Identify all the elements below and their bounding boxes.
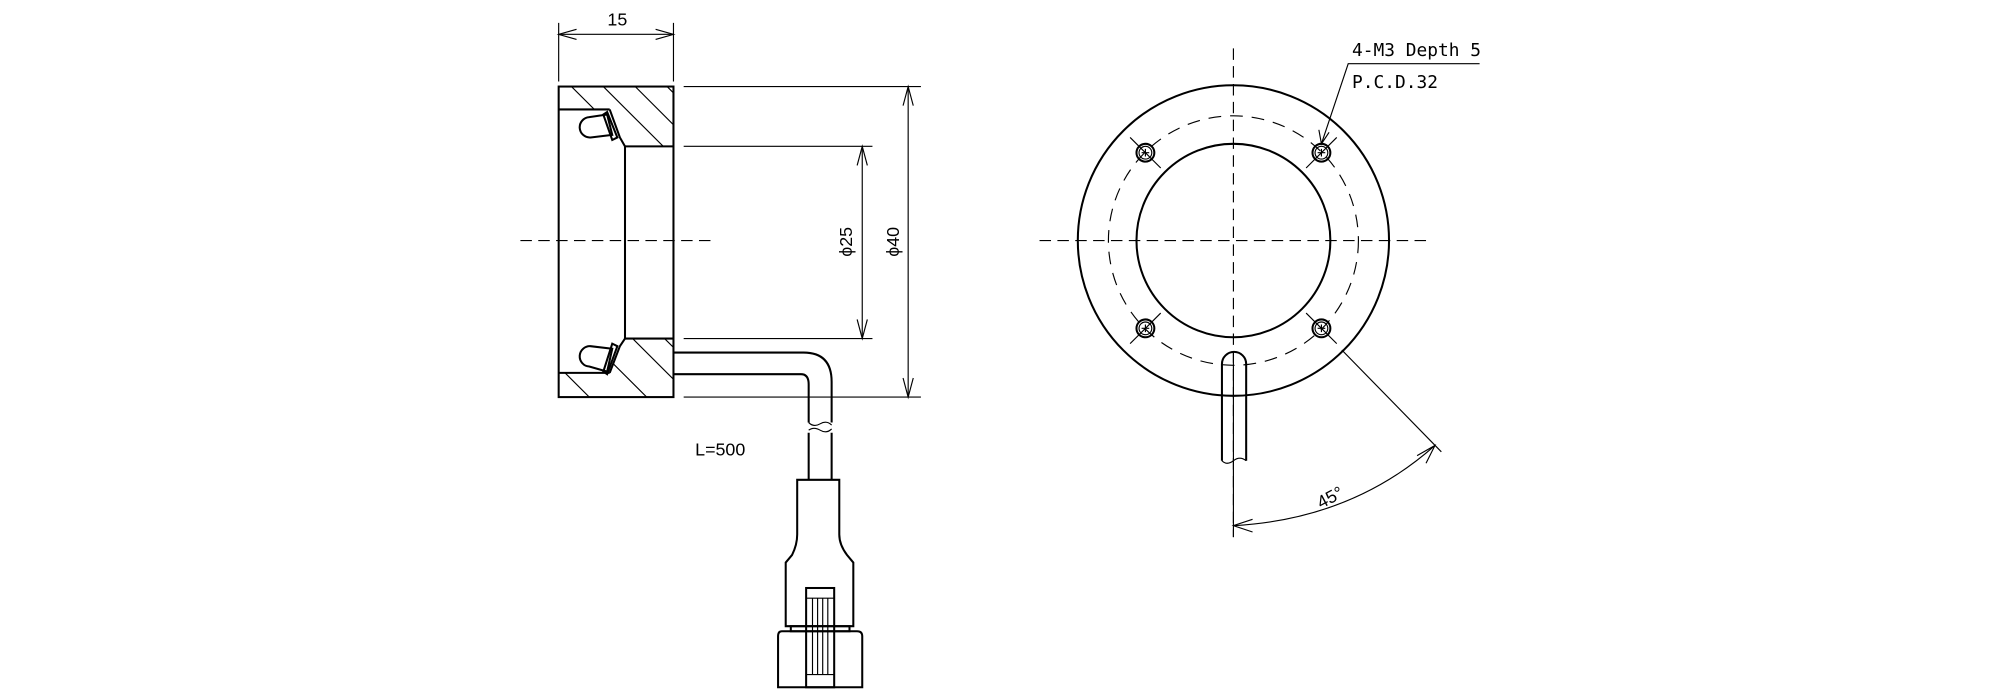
ring-body-section [557,85,675,399]
mount-holes [1129,137,1338,345]
hatching-top [558,86,674,147]
cable-stub [1220,350,1248,538]
hatching-bottom [558,338,674,398]
connector [777,478,864,689]
front-view: 45° 4-M3 Depth 5 P.C.D.32 [1039,40,1481,538]
centerlines [1039,48,1429,538]
outer-diameter-label: ϕ40 [883,227,903,257]
mount-hole [1129,137,1162,169]
mount-hole [1305,312,1338,345]
width-dim-label: 15 [607,9,627,29]
led-bottom [578,342,619,376]
cable [673,351,833,480]
width-dimension: 15 [556,9,676,82]
hole-spec-label: 4-M3 Depth 5 [1352,40,1481,61]
pcd-label: P.C.D.32 [1352,72,1438,93]
led-top [578,110,619,142]
angle-label: 45° [1313,482,1346,512]
cable-length-label: L=500 [695,440,745,460]
angle-dimension: 45° [1231,349,1442,533]
side-view: 15 ϕ25 ϕ40 L=500 [520,9,921,689]
outer-ring [1076,84,1391,397]
mount-hole [1129,312,1162,345]
inner-diameter-label: ϕ25 [836,227,856,257]
diameter-dimensions: ϕ25 ϕ40 [683,84,921,400]
hole-leader-note: 4-M3 Depth 5 P.C.D.32 [1318,40,1481,146]
